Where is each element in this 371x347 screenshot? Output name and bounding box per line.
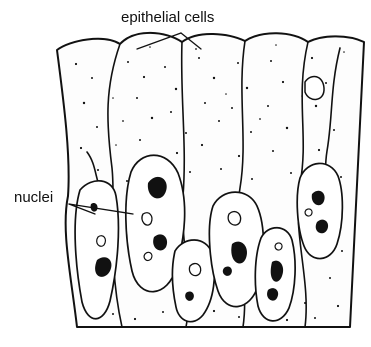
epithelial-cells-label: epithelial cells	[121, 10, 214, 25]
nucleus-cell-6	[297, 163, 342, 258]
apical-vesicle	[305, 76, 324, 99]
nucleus-cell-5	[255, 228, 295, 321]
nuclei-label: nuclei	[14, 190, 53, 205]
